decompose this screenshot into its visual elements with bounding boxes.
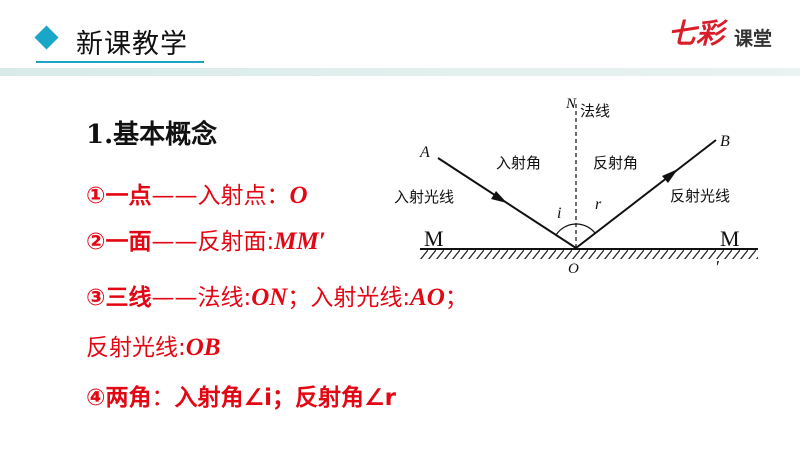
brand-mark: 七彩 [668, 17, 725, 50]
concept-dash: —— [151, 183, 198, 209]
mirror-right-label: M [720, 226, 740, 251]
concept-line-point: ①一点——入射点：O [86, 176, 308, 210]
point-o-label: O [568, 261, 579, 277]
concept-value: O [289, 182, 308, 209]
reflected-ray-label: 反射光线 [670, 187, 730, 205]
concept-separator: ； [287, 285, 311, 311]
title-underline [36, 61, 204, 63]
concept-separator: ： [151, 385, 175, 411]
normal-text: 法线 [580, 102, 610, 120]
point-b-label: B [720, 133, 730, 150]
point-a-label: A [419, 144, 430, 161]
mirror-prime-mark: ′ [716, 257, 720, 277]
angle-r-label: r [595, 196, 602, 213]
brand-word: 课堂 [734, 28, 773, 50]
concept-line-reflected-ray: 反射光线:OB [86, 328, 220, 362]
incident-arrow-icon [491, 191, 507, 203]
concept-line-plane: ②一面——反射面:MM′ [86, 222, 326, 256]
concept-dash: —— [151, 285, 198, 311]
concept-text-2: 入射光线: [310, 285, 411, 311]
normal-label: N [565, 96, 577, 112]
diamond-icon [34, 25, 59, 50]
mirror-left-label: M [424, 226, 444, 251]
angle-r-arc [575, 223, 596, 234]
concept-value: ON [251, 284, 288, 311]
header: 新课教学 七彩 课堂 [0, 0, 800, 76]
concept-dash: —— [151, 229, 198, 255]
page-title: 新课教学 [76, 29, 188, 60]
reflected-arrow-icon [662, 169, 678, 183]
concept-line-angles: ④两角：入射角∠i；反射角∠r [86, 378, 396, 412]
reflection-angle-label: 反射角 [593, 154, 638, 172]
concept-value-2: AO [410, 284, 445, 311]
concept-label: ②一面 [86, 229, 152, 255]
angle-i-arc [555, 223, 577, 236]
mirror-hatching [420, 250, 758, 259]
concept-text: 入射角∠i；反射角∠r [174, 385, 396, 411]
concept-text: 入射点： [197, 183, 290, 209]
section-title: 1.基本概念 [86, 120, 218, 150]
concept-text: 反射面: [197, 229, 275, 255]
concept-separator-2: ； [444, 285, 468, 311]
header-band [0, 68, 800, 76]
angle-i-label: i [557, 205, 561, 222]
incident-ray-label: 入射光线 [394, 188, 454, 206]
concept-label: ③三线 [86, 285, 152, 311]
incident-angle-label: 入射角 [496, 154, 541, 172]
brand-logo: 七彩 课堂 [668, 8, 786, 60]
concept-text: 反射光线: [86, 335, 186, 361]
concept-text: 法线: [197, 285, 252, 311]
reflected-ray [575, 139, 717, 249]
concept-value: OB [185, 334, 221, 361]
reflection-diagram: N 法线 A B O i r 入射角 反射角 入射光线 反射光线 M M ′ [394, 96, 758, 277]
concept-label: ④两角 [86, 385, 152, 411]
concept-value: MM′ [274, 228, 326, 255]
concept-label: ①一点 [86, 183, 152, 209]
concept-line-lines: ③三线——法线:ON；入射光线:AO； [86, 278, 468, 312]
